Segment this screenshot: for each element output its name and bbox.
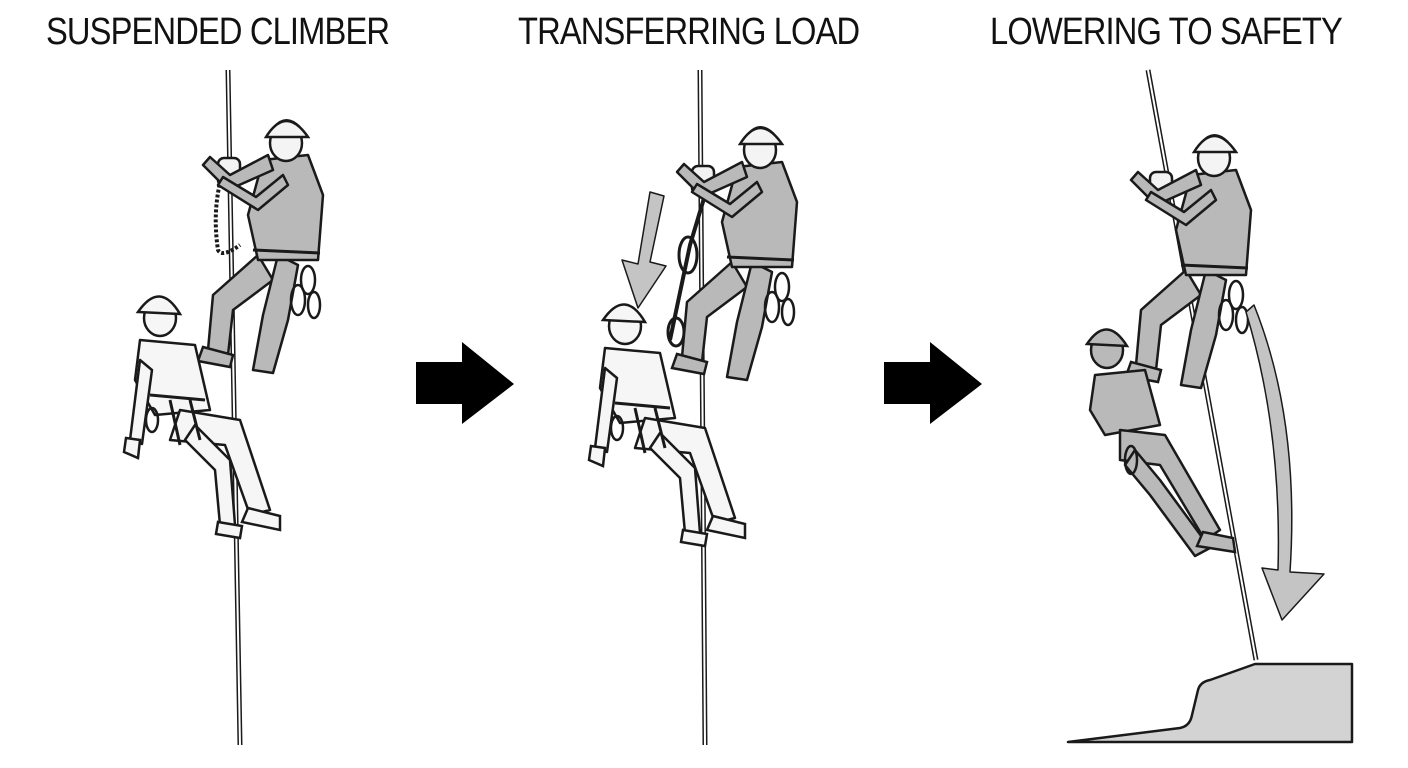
- panel-title-lowering-to-safety: LOWERING TO SAFETY: [990, 11, 1343, 53]
- ground-ledge: [1066, 662, 1354, 744]
- step-arrow-icon: [884, 342, 982, 424]
- downward-motion-arrow-icon: [1245, 304, 1325, 621]
- panel-title-suspended-climber: SUSPENDED CLIMBER: [46, 11, 390, 53]
- rescuer-figure: [670, 125, 799, 382]
- panel-title-transferring-load: TRANSFERRING LOAD: [518, 11, 860, 53]
- step-arrow-icon: [416, 342, 514, 424]
- panel-suspended-climber: [122, 69, 325, 746]
- panel-transferring-load: [587, 69, 799, 746]
- victim-figure: [122, 294, 282, 540]
- victim-figure: [587, 302, 747, 548]
- downward-motion-arrow-icon: [621, 191, 667, 309]
- rescuer-figure: [1124, 133, 1253, 390]
- panel-lowering-to-safety: [1066, 69, 1354, 744]
- victim-figure: [1084, 328, 1237, 558]
